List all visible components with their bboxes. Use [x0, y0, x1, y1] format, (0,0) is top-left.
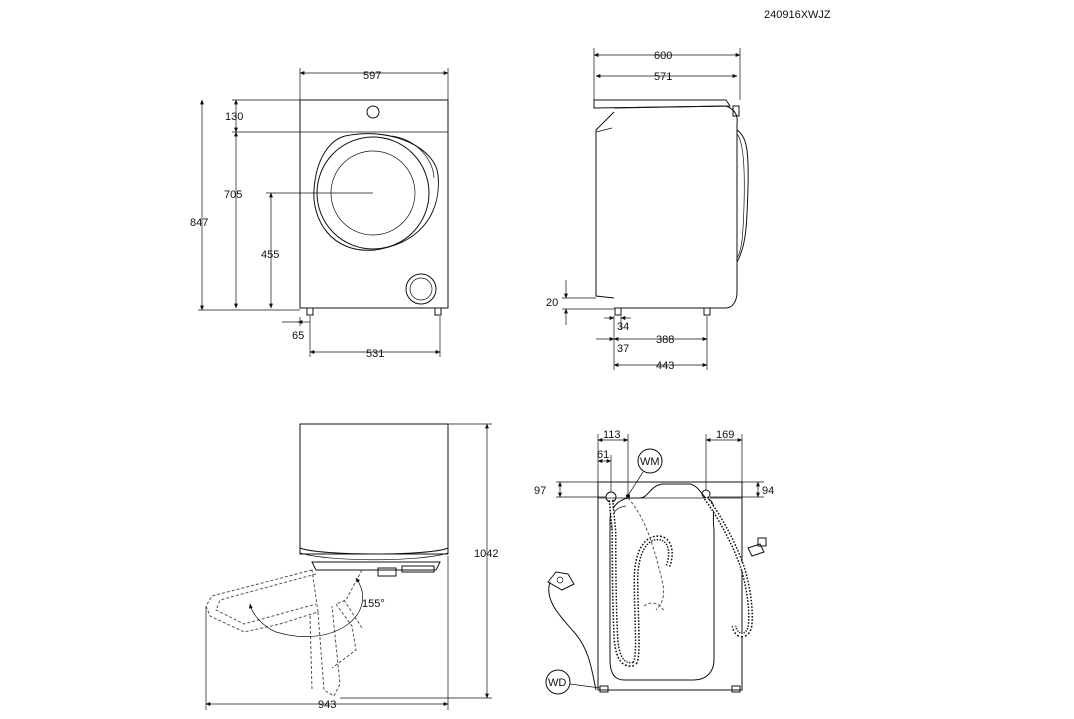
- rear-view: WM WD 113 61 169 97 94: [534, 429, 774, 695]
- wd-callout: [545, 669, 571, 695]
- external-inlet-hose: [548, 581, 597, 691]
- front-foot-left: [306, 307, 314, 316]
- door-angle-arc: [248, 577, 363, 637]
- inlet-hose: [608, 499, 673, 667]
- door-angle-label: 155°: [362, 598, 385, 610]
- wm-label: WM: [640, 456, 660, 468]
- side-door-bulge: [736, 129, 749, 263]
- document-code: 240916XWJZ: [764, 9, 831, 21]
- door-center-height-label: 455: [261, 249, 279, 261]
- filter-cover: [405, 273, 437, 305]
- front-foot-offset-label: 65: [292, 330, 304, 342]
- door-open-view: 155° 1042 943: [205, 423, 498, 711]
- rear-drain-height-right-label: 94: [762, 485, 774, 497]
- wd-label: WD: [548, 677, 566, 689]
- side-foot-depth-label: 443: [656, 360, 674, 372]
- side-foot-offset-a-label: 34: [617, 321, 629, 333]
- side-view: 600 571 20 34 37 388 443: [546, 48, 749, 372]
- front-cabinet: [299, 99, 449, 309]
- side-body: [613, 105, 738, 309]
- front-width-label: 597: [363, 70, 381, 82]
- open-total-depth-label: 943: [318, 699, 336, 711]
- side-worktop: [593, 99, 731, 109]
- front-foot-spacing-label: 531: [366, 348, 384, 360]
- rear-drain-offset-right-label: 169: [716, 429, 734, 441]
- inlet-wm-dot: [626, 494, 630, 498]
- door-top-height-label: 705: [224, 189, 242, 201]
- rear-cabinet: [597, 481, 743, 691]
- top-panel-height-label: 130: [225, 111, 243, 123]
- top-view-cabinet: [299, 423, 449, 555]
- side-foot-front: [703, 307, 711, 316]
- rear-inlet-offset-small-label: 61: [597, 449, 609, 461]
- wm-callout: [637, 448, 663, 474]
- open-door-outline: [205, 569, 319, 633]
- rear-inlet-height-left-label: 97: [534, 485, 546, 497]
- front-total-height-label: 847: [190, 217, 208, 229]
- side-foot-offset-b-label: 37: [617, 343, 629, 355]
- program-knob: [366, 105, 380, 119]
- side-total-depth-label: 600: [654, 50, 672, 62]
- side-foot-clearance-label: 20: [546, 297, 558, 309]
- rear-panel-cover: [609, 483, 715, 681]
- side-body-depth-label: 571: [654, 71, 672, 83]
- drain-connector: [701, 489, 711, 499]
- open-total-height-label: 1042: [474, 548, 498, 560]
- front-foot-right: [434, 307, 442, 316]
- rear-inlet-offset-left-label: 113: [603, 429, 621, 441]
- side-foot-rear: [614, 307, 622, 316]
- drain-hose: [703, 496, 753, 638]
- side-foot-spacing-label: 388: [656, 334, 674, 346]
- front-view: 597 130 705 847 455 65 531: [190, 68, 449, 360]
